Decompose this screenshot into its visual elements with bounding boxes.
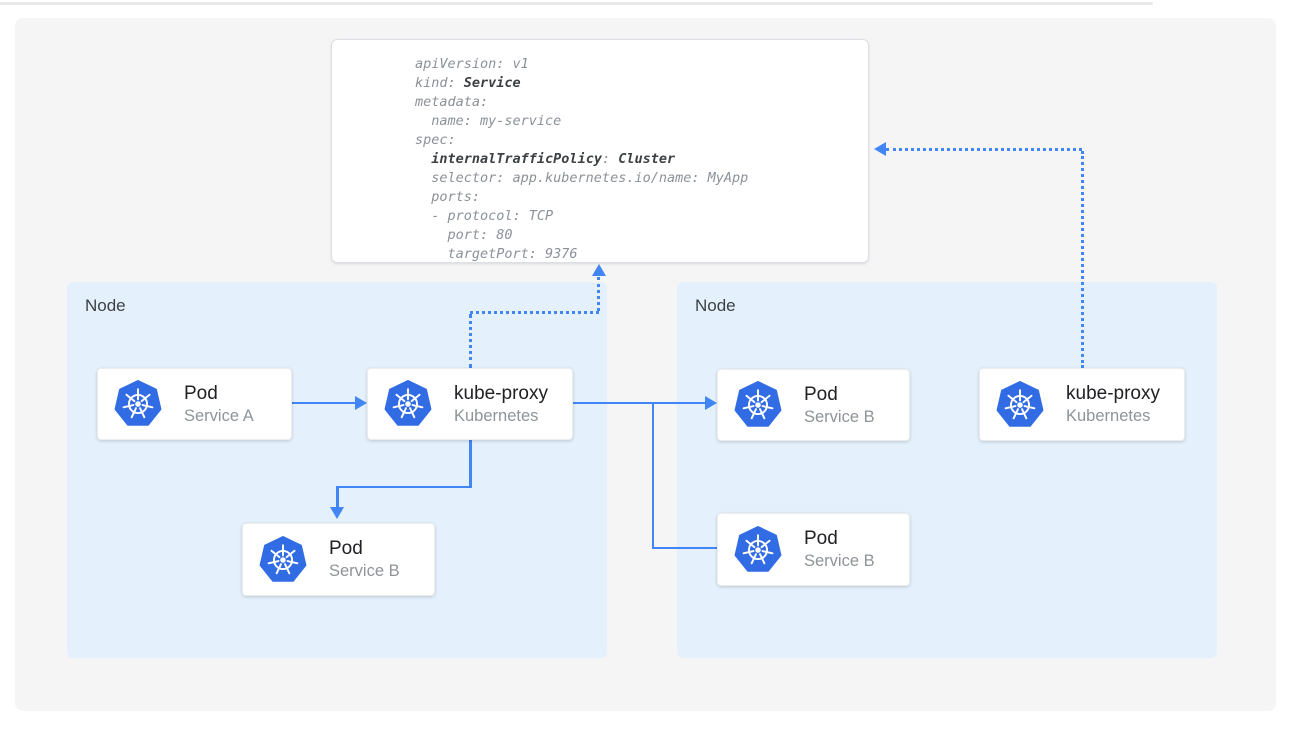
card-title: Pod: [804, 528, 838, 549]
kubernetes-icon: [384, 380, 432, 426]
arrowhead-right-icon: [355, 396, 367, 410]
arrowhead-up-icon: [591, 264, 606, 276]
card-title: Pod: [184, 382, 218, 404]
card-pod-service-b-right-bottom: Pod Service B: [717, 513, 910, 586]
arrow-down-to-pod-b-left: [336, 486, 339, 507]
arrow-left-segment: [336, 485, 471, 489]
kubernetes-icon: [996, 380, 1044, 427]
arrowhead-down-icon: [330, 507, 344, 519]
dotted-link-horizontal: [886, 147, 1082, 151]
yaml-line: ports:: [415, 189, 481, 205]
top-divider: [0, 2, 1153, 5]
yaml-line: apiVersion: v1: [415, 56, 529, 72]
arrow-kube-proxy-down: [469, 438, 472, 488]
card-subtitle: Service B: [804, 407, 875, 426]
yaml-line: selector: app.kubernetes.io/name: MyApp: [415, 170, 749, 186]
kubernetes-icon: [259, 535, 307, 582]
dotted-link-kube-proxy-right-up: [1080, 151, 1084, 368]
card-subtitle: Service B: [329, 562, 400, 580]
arrow-branch-to-pod-b-right-bottom: [651, 546, 718, 549]
yaml-line: kind: Service: [415, 75, 521, 91]
card-kube-proxy-right: kube-proxy Kubernetes: [979, 368, 1185, 441]
arrowhead-left-icon: [874, 142, 886, 156]
arrow-pod-a-to-kube-proxy: [292, 401, 356, 404]
kubernetes-icon: [114, 380, 162, 426]
service-yaml-panel: apiVersion: v1 kind: Service metadata: n…: [331, 39, 869, 263]
arrow-kube-proxy-to-pod-b-right-top: [573, 401, 705, 404]
card-subtitle: Kubernetes: [1066, 407, 1151, 425]
yaml-line: - protocol: TCP: [415, 208, 554, 224]
yaml-line: internalTrafficPolicy: Cluster: [431, 151, 676, 167]
card-kube-proxy-left: kube-proxy Kubernetes: [367, 368, 573, 440]
card-text: Pod Service B: [804, 527, 875, 572]
card-text: Pod Service B: [804, 383, 875, 428]
card-subtitle: Service B: [804, 552, 875, 570]
card-title: kube-proxy: [1066, 383, 1160, 404]
arrow-branch-down: [651, 402, 654, 549]
card-title: kube-proxy: [454, 382, 548, 404]
card-title: Pod: [804, 383, 838, 405]
card-pod-service-b-right-top: Pod Service B: [717, 369, 910, 441]
arrowhead-right-icon: [705, 396, 717, 410]
dotted-link-up-to-yaml: [597, 277, 600, 311]
yaml-line: spec:: [415, 132, 456, 148]
card-text: Pod Service B: [329, 537, 400, 582]
card-text: Pod Service A: [184, 382, 254, 427]
kubernetes-icon: [734, 381, 782, 427]
node-label: Node: [695, 296, 736, 315]
dotted-link-kube-proxy-left-up: [468, 314, 472, 368]
node-box-right: Node: [677, 282, 1217, 658]
yaml-line: metadata:: [415, 94, 489, 110]
yaml-line: name: my-service: [415, 113, 562, 129]
card-pod-service-a: Pod Service A: [97, 368, 292, 440]
card-subtitle: Kubernetes: [454, 406, 539, 425]
yaml-line: targetPort: 9376: [415, 246, 578, 262]
node-label: Node: [85, 296, 126, 315]
node-box-left: Node: [67, 282, 607, 658]
kubernetes-icon: [734, 525, 782, 572]
card-pod-service-b-left: Pod Service B: [242, 523, 435, 596]
card-text: kube-proxy Kubernetes: [454, 382, 548, 427]
card-text: kube-proxy Kubernetes: [1066, 382, 1160, 427]
dotted-link-horizontal: [470, 310, 599, 314]
card-subtitle: Service A: [184, 406, 254, 425]
yaml-line: port: 80: [415, 227, 513, 243]
card-title: Pod: [329, 538, 363, 559]
